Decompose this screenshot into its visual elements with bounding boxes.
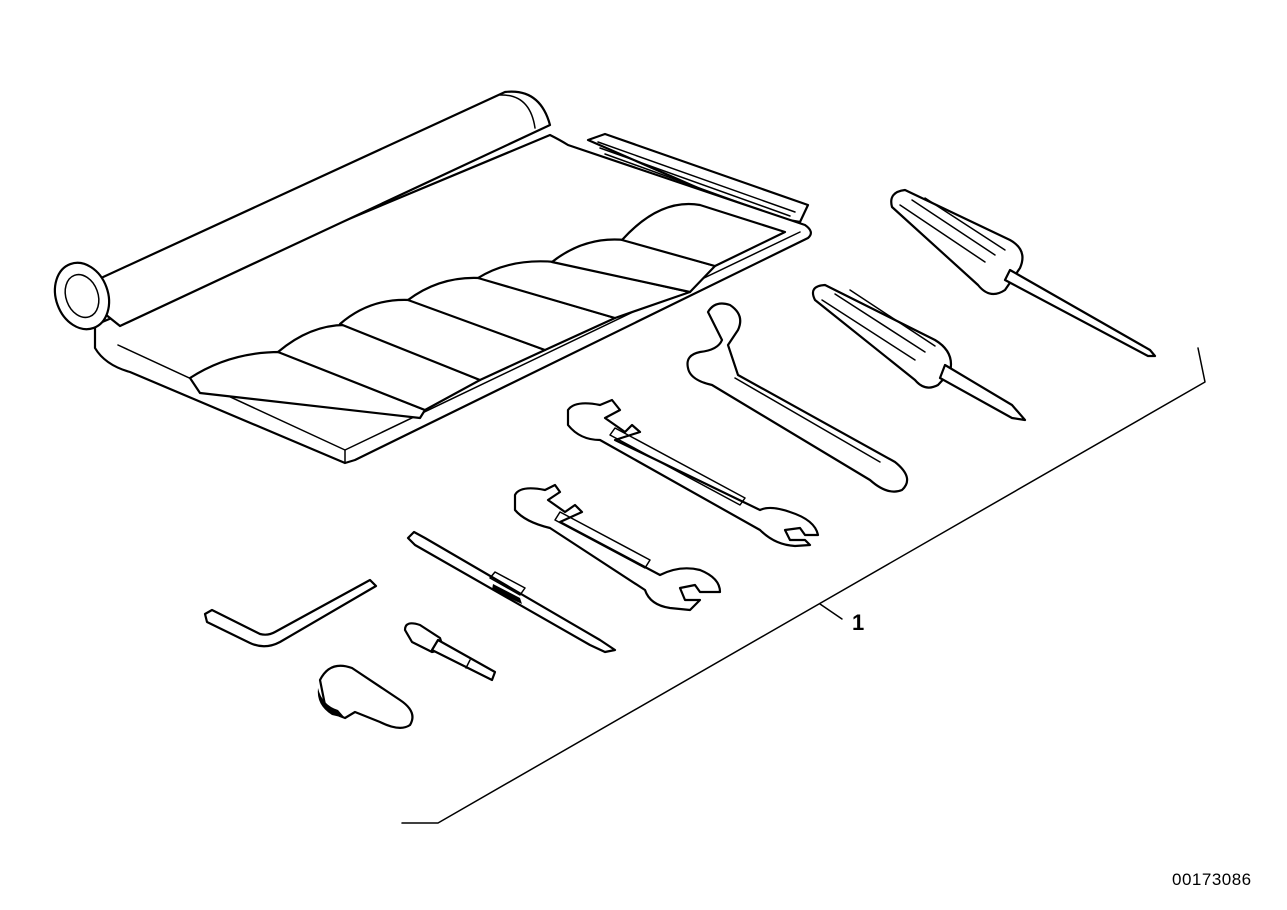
reversible-bit-screwdriver	[406, 530, 617, 654]
allen-hex-key	[203, 578, 378, 648]
drawing-number: 00173086	[1172, 870, 1252, 889]
hook-spanner-wrench	[686, 302, 909, 493]
ratchet-handle-grip	[317, 664, 414, 729]
callout-label: 1	[852, 610, 865, 635]
phillips-screwdriver-medium	[811, 283, 1027, 422]
open-end-wrench-upper	[566, 398, 820, 548]
tool-roll-pouch	[53, 90, 812, 465]
bit-adapter	[403, 622, 497, 682]
kit-outline	[401, 347, 1206, 824]
phillips-screwdriver-large	[890, 188, 1157, 358]
open-end-wrench-lower	[513, 483, 722, 612]
